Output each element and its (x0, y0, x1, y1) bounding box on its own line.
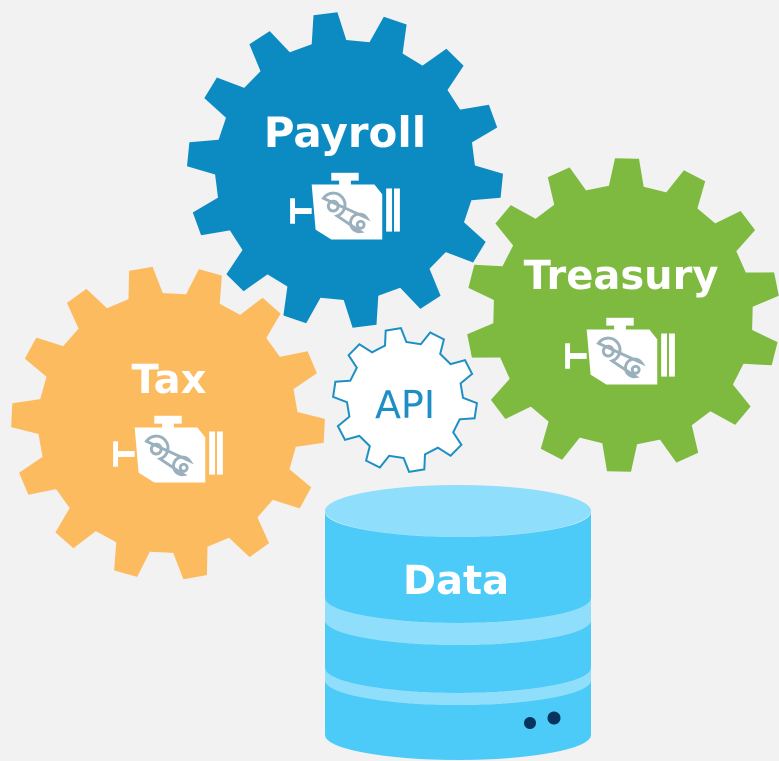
api-gear: API (331, 326, 479, 474)
payroll-gear-shape (187, 12, 503, 328)
treasury-gear: Treasury (467, 158, 779, 472)
database-indicator-dot (547, 711, 561, 725)
payroll-gear: Payroll (187, 12, 503, 328)
database-top (325, 485, 591, 537)
database-bottom-segment (325, 680, 591, 760)
database-indicator-dot (524, 717, 536, 729)
database-ring-2 (325, 668, 591, 705)
payroll-label: Payroll (264, 108, 426, 157)
api-label: API (375, 383, 435, 427)
database-lower-segment (325, 620, 591, 693)
data-label: Data (403, 558, 509, 604)
treasury-gear-shape (467, 158, 779, 472)
tax-gear: Tax (11, 266, 325, 580)
tax-label: Tax (132, 357, 207, 403)
database-ring-1 (325, 598, 591, 645)
database-upper-segment (325, 512, 591, 623)
treasury-label: Treasury (524, 253, 719, 299)
database-icon: Data (325, 485, 591, 760)
api-gear-icon (331, 326, 479, 474)
